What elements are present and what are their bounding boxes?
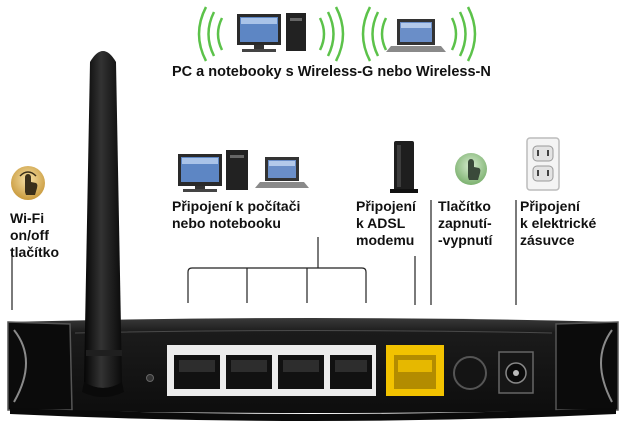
wall-outlet-icon	[526, 137, 560, 191]
wan-port	[386, 345, 444, 396]
laptop-icon	[386, 19, 446, 52]
label-line: Připojení	[356, 198, 416, 214]
wireless-desktop-group	[197, 6, 345, 62]
wifi-button-icon	[11, 166, 45, 200]
outlet-connection-label: Připojení k elektrické zásuvce	[520, 198, 596, 249]
label-line: zásuvce	[520, 232, 575, 248]
dc-power-jack	[498, 351, 534, 394]
laptop-icon	[255, 157, 309, 188]
wireless-laptop-group	[361, 6, 477, 62]
label-line: tlačítko	[10, 244, 60, 260]
label-line: Tlačítko	[438, 198, 491, 214]
wired-devices-group	[178, 150, 309, 192]
wifi-waves-right-icon	[450, 6, 477, 62]
label-line: -vypnutí	[438, 232, 493, 248]
lan-ports	[167, 345, 376, 396]
wifi-waves-left-icon	[197, 6, 224, 62]
power-button-label: Tlačítko zapnutí- -vypnutí	[438, 198, 492, 249]
router-power-button	[453, 356, 487, 390]
desktop-pc-icon	[237, 13, 306, 52]
adsl-modem-icon	[390, 141, 418, 193]
connector-lines	[11, 200, 517, 310]
label-line: k ADSL	[356, 215, 406, 231]
adsl-connection-label: Připojení k ADSL modemu	[356, 198, 416, 249]
antenna	[82, 51, 124, 397]
label-line: Wi-Fi	[10, 210, 45, 226]
label-line: Připojení k počítači	[172, 198, 301, 214]
wifi-waves-left-icon	[361, 6, 388, 62]
diagram-title: PC a notebooky s Wireless-G nebo Wireles…	[172, 64, 491, 80]
pc-connection-label: Připojení k počítači nebo notebooku	[172, 198, 300, 232]
label-line: modemu	[356, 232, 415, 248]
power-button-icon	[455, 153, 487, 185]
wifi-waves-right-icon	[318, 6, 345, 62]
label-line: zapnutí-	[438, 215, 492, 231]
label-line: Připojení	[520, 198, 580, 214]
label-line: nebo notebooku	[172, 215, 281, 231]
label-line: k elektrické	[520, 215, 597, 231]
label-line: on/off	[10, 227, 49, 243]
desktop-pc-icon	[178, 150, 248, 192]
wifi-button-label: Wi-Fi on/off tlačítko	[10, 210, 59, 261]
